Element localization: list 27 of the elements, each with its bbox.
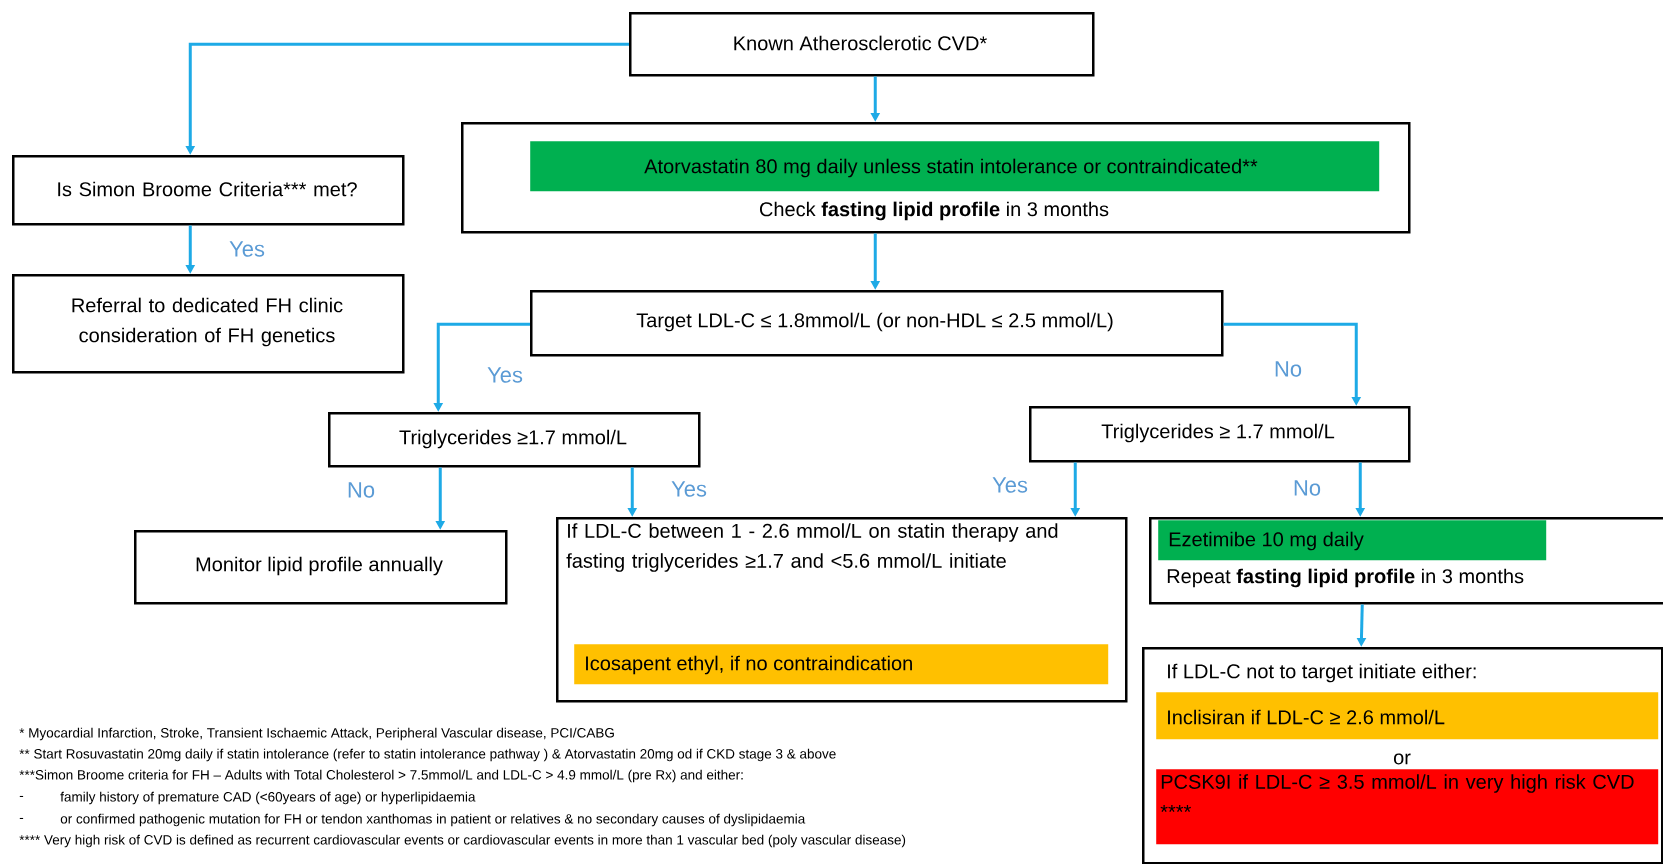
footnote: - — [19, 817, 24, 819]
footnote: * Myocardial Infarction, Stroke, Transient Ischaemic Attack, Peripheral Vascular disease, PCI/CABG — [19, 727, 614, 741]
decision-box: Triglycerides ≥1.7 mmol/L — [328, 412, 701, 468]
footnote: ** Start Rosuvastatin 20mg daily if statin intolerance (refer to statin intolerance pathway ) & Atorvastatin 20mg od if CKD stage 3 & above — [19, 748, 836, 762]
footnote: - — [19, 795, 24, 797]
edge-label: No — [1272, 360, 1304, 378]
edge-label: Yes — [486, 366, 524, 384]
edge-label: No — [345, 481, 377, 499]
decision-box: Target LDL-C ≤ 1.8mmol/L (or non-HDL ≤ 2.5 mmol/L) — [530, 290, 1224, 357]
footnote: **** Very high risk of CVD is defined as recurrent cardiovascular events or cardiovascular events in more than 1 vascular bed (poly vascular disease) — [19, 834, 906, 848]
highlight-band: Ezetimibe 10 mg daily — [1158, 520, 1547, 561]
edge-label: Yes — [991, 476, 1029, 494]
process-box: Known Atherosclerotic CVD* — [629, 12, 1095, 77]
decision-box: Triglycerides ≥ 1.7 mmol/L — [1029, 406, 1411, 463]
footnote: or confirmed pathogenic mutation for FH or tendon xanthomas in patient or relatives & no secondary causes of dyslipidaemia — [60, 813, 806, 827]
highlight-band: Icosapent ethyl, if no contraindication — [574, 644, 1109, 685]
decision-box: Is Simon Broome Criteria*** met? — [12, 155, 405, 226]
process-box: Referral to dedicated FH clinic consideration of FH genetics — [12, 274, 405, 374]
edge-label: Yes — [670, 480, 708, 498]
highlight-band: Inclisiran if LDL-C ≥ 2.6 mmol/L — [1156, 692, 1659, 740]
highlight-band: PCSK9I if LDL-C ≥ 3.5 mmol/L in very high risk CVD **** — [1156, 769, 1659, 845]
process-box: Monitor lipid profile annually — [134, 530, 508, 605]
footnote: family history of premature CAD (<60years of age) or hyperlipidaemia — [60, 791, 476, 805]
edge-label: No — [1291, 479, 1323, 497]
footnote: ***Simon Broome criteria for FH – Adults with Total Cholesterol > 7.5mmol/L and LDL-C > 4.9 mmol/L (pre Rx) and either: — [19, 769, 743, 783]
edge-label: Yes — [228, 240, 266, 258]
highlight-band: Atorvastatin 80 mg daily unless statin intolerance or contraindicated** — [530, 141, 1380, 192]
